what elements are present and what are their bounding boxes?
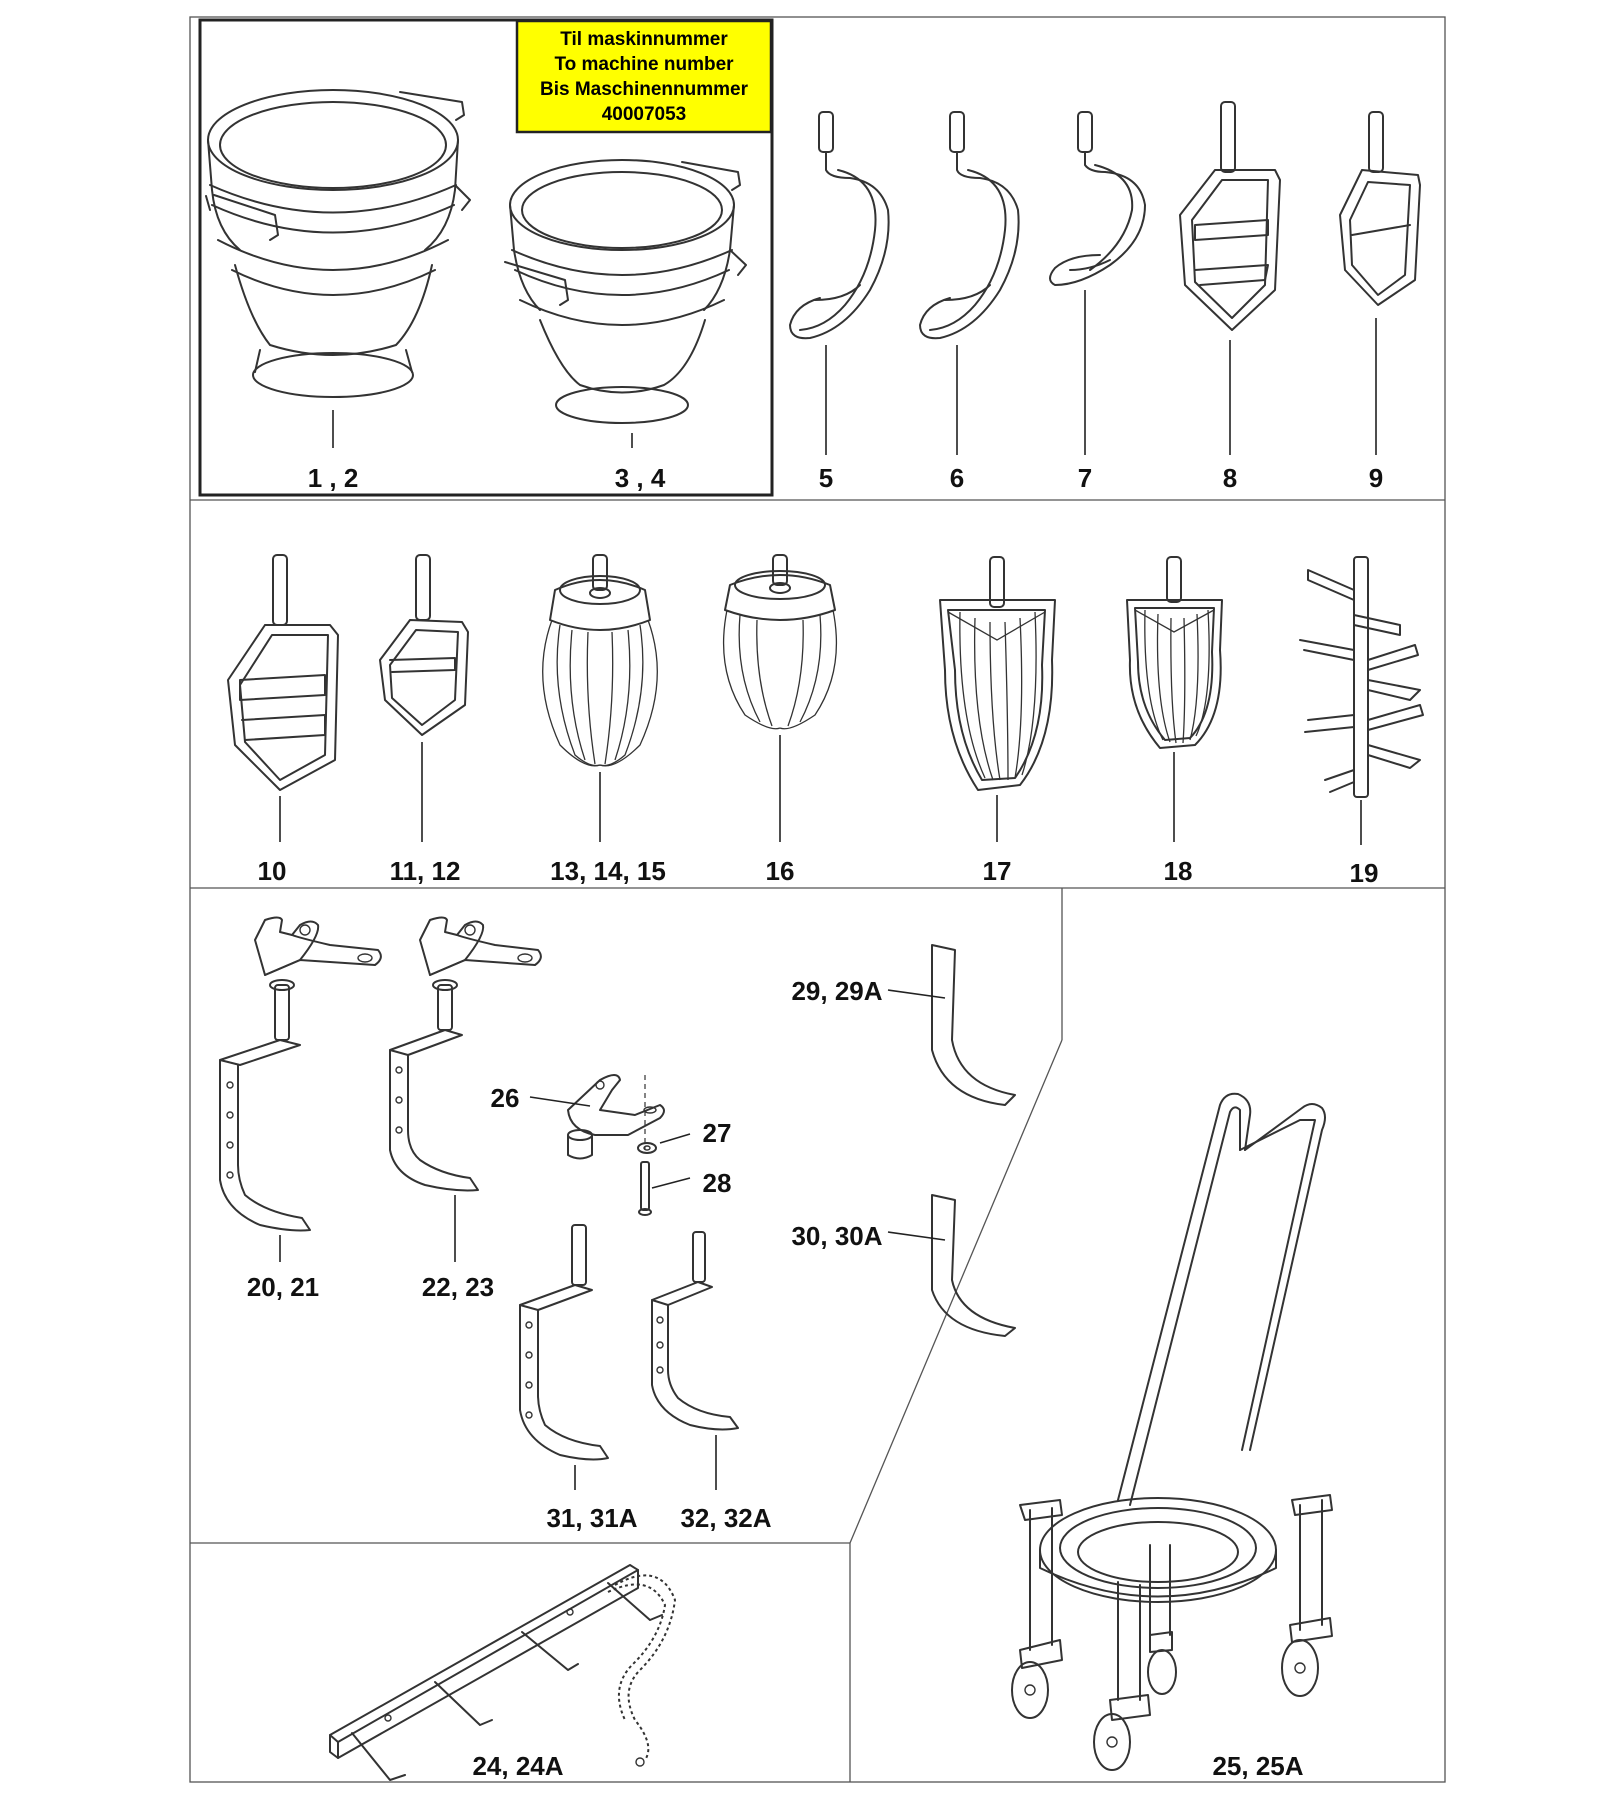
scraper-31-31a (519, 1224, 609, 1461)
beater-10 (227, 554, 339, 791)
scraper-32-32a (651, 1231, 739, 1431)
notice-line-2: To machine number (554, 54, 734, 75)
beater-8 (1179, 101, 1281, 331)
label-27: 27 (703, 1118, 732, 1148)
label-7: 7 (1078, 463, 1092, 493)
notice-line-4: 40007053 (602, 104, 687, 125)
label-32-32a: 32, 32A (680, 1503, 771, 1533)
beater-11-12 (379, 554, 469, 736)
bowl-large (205, 89, 471, 398)
label-29-29a: 29, 29A (791, 976, 882, 1006)
notice-line-1: Til maskinnummer (560, 29, 728, 50)
machine-number-notice: Til maskinnummer To machine number Bis M… (515, 19, 773, 134)
beater-9 (1339, 111, 1421, 306)
bowl-group-box (198, 18, 774, 497)
label-18: 18 (1164, 856, 1193, 886)
label-17: 17 (983, 856, 1012, 886)
label-11-12: 11, 12 (390, 856, 461, 886)
label-16: 16 (766, 856, 795, 886)
screw-28 (638, 1161, 652, 1216)
notice-line-3: Bis Maschinennummer (540, 79, 749, 100)
bowl-small (504, 159, 747, 424)
whisk-16 (722, 554, 838, 730)
label-10: 10 (258, 856, 287, 886)
bracket-26 (567, 1074, 665, 1160)
notice-box (515, 19, 773, 134)
label-13-15: 13, 14, 15 (550, 856, 666, 886)
label-3-4: 3 , 4 (615, 463, 666, 493)
label-19: 19 (1350, 858, 1379, 888)
whisk-13-15 (542, 554, 658, 767)
beater-17 (939, 556, 1056, 791)
wall-rack (329, 1564, 677, 1781)
label-28: 28 (703, 1168, 732, 1198)
label-26: 26 (491, 1083, 520, 1113)
washer-27 (637, 1142, 657, 1154)
label-25-25a: 25, 25A (1212, 1751, 1303, 1781)
scraper-22-23 (389, 916, 542, 1192)
label-22-23: 22, 23 (422, 1272, 494, 1302)
label-1-2: 1 , 2 (308, 463, 359, 493)
label-9: 9 (1369, 463, 1383, 493)
label-30-30a: 30, 30A (791, 1221, 882, 1251)
scraper-20-21 (219, 916, 382, 1232)
scraper-blade-30 (931, 1194, 1016, 1337)
label-6: 6 (950, 463, 964, 493)
label-20-21: 20, 21 (247, 1272, 319, 1302)
dough-hook-7 (1049, 111, 1146, 286)
label-8: 8 (1223, 463, 1237, 493)
dough-hook-6 (919, 111, 1020, 340)
label-24-24a: 24, 24A (472, 1751, 563, 1781)
label-31-31a: 31, 31A (546, 1503, 637, 1533)
bowl-trolley (1011, 1092, 1333, 1771)
spiral-19 (1299, 556, 1424, 798)
label-5: 5 (819, 463, 833, 493)
dough-hook-5 (789, 111, 890, 340)
diagram-frame (189, 16, 1446, 1783)
scraper-blade-29 (931, 944, 1016, 1106)
beater-18 (1126, 556, 1223, 749)
